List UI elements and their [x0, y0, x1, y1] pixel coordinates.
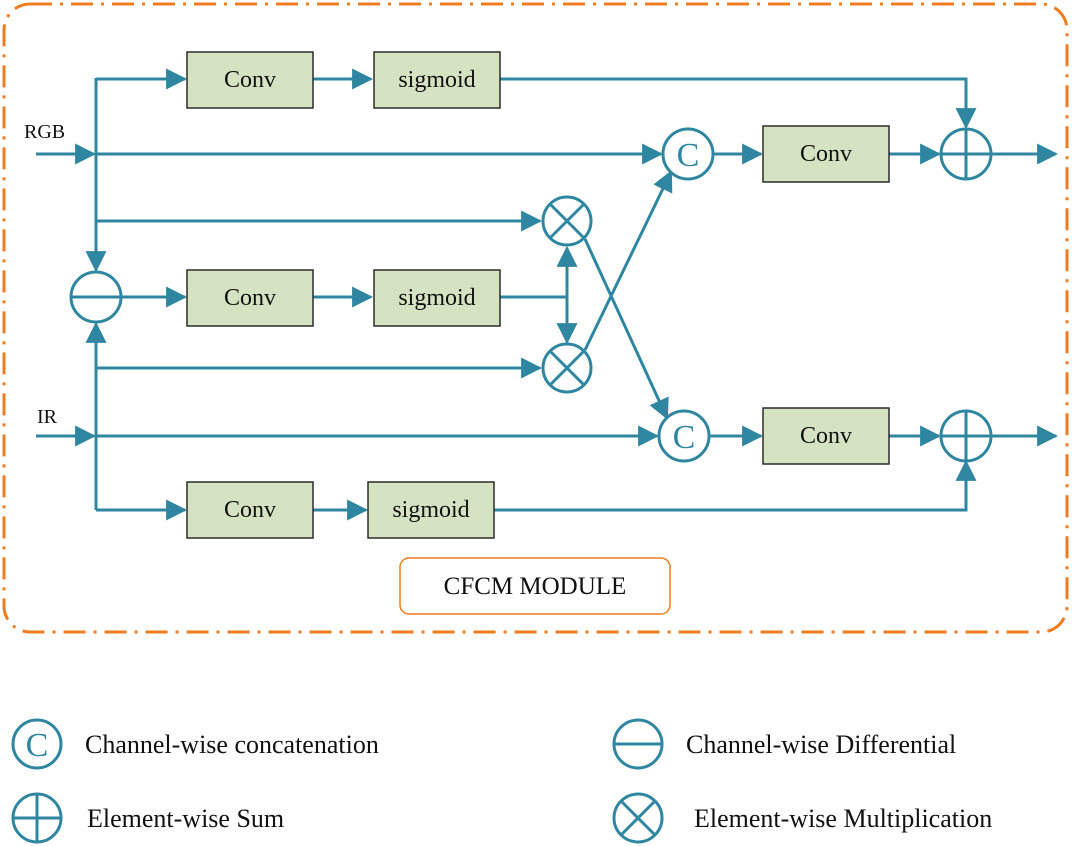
conv-box-mid: Conv: [186, 269, 314, 327]
legend: C Channel-wise concatenation Channel-wis…: [11, 718, 992, 844]
concat-icon-rgb-letter: C: [677, 137, 700, 174]
conv-box-out-ir: Conv: [762, 407, 890, 465]
concat-icon-ir-letter: C: [673, 419, 696, 456]
conv-box-top: Conv: [186, 51, 314, 109]
conv-box-bottom: Conv: [186, 481, 314, 539]
sigmoid-box-top-label: sigmoid: [398, 67, 475, 93]
legend-concat-icon: [11, 718, 63, 770]
conv-box-mid-label: Conv: [224, 285, 276, 311]
legend-multiplication-icon: [612, 792, 664, 844]
legend-sum-label: Element-wise Sum: [87, 804, 284, 833]
sigmoid-box-mid: sigmoid: [373, 269, 501, 327]
sigmoid-box-mid-label: sigmoid: [398, 285, 475, 311]
sigmoid-box-bottom: sigmoid: [367, 481, 495, 539]
module-frame: [2, 2, 1069, 634]
legend-differential-label: Channel-wise Differential: [686, 730, 956, 759]
module-label-text: CFCM MODULE: [444, 573, 627, 600]
concat-icon-rgb: [661, 127, 715, 181]
top-mult-to-ir-concat: [583, 238, 669, 420]
legend-multiplication-label: Element-wise Multiplication: [694, 804, 992, 833]
multiplication-icon-bottom: [541, 342, 593, 394]
bottom-sigmoid-to-sum: [494, 459, 977, 512]
multiplication-icon-top: [541, 195, 593, 247]
legend-concat-label: Channel-wise concatenation: [85, 730, 379, 759]
legend-concat-icon-letter: C: [26, 727, 49, 764]
sigmoid-box-top: sigmoid: [373, 51, 501, 109]
legend-sum-icon: [11, 792, 63, 844]
rgb-input-label: RGB: [24, 121, 65, 143]
top-sigmoid-to-sum: [500, 77, 977, 130]
sum-icon-rgb: [939, 127, 993, 181]
conv-box-out-rgb-label: Conv: [800, 141, 852, 167]
conv-box-top-label: Conv: [224, 67, 276, 93]
concat-icon-ir: [657, 409, 711, 463]
module-label: CFCM MODULE: [399, 557, 671, 615]
legend-differential-icon: [612, 718, 664, 770]
conv-box-out-ir-label: Conv: [800, 423, 852, 449]
sum-icon-ir: [939, 409, 993, 463]
bottom-mult-to-rgb-concat: [583, 170, 673, 351]
conv-box-bottom-label: Conv: [224, 497, 276, 523]
ir-input-label: IR: [37, 406, 58, 428]
differential-icon: [69, 270, 123, 324]
conv-box-out-rgb: Conv: [762, 125, 890, 183]
sigmoid-box-bottom-label: sigmoid: [392, 497, 469, 523]
